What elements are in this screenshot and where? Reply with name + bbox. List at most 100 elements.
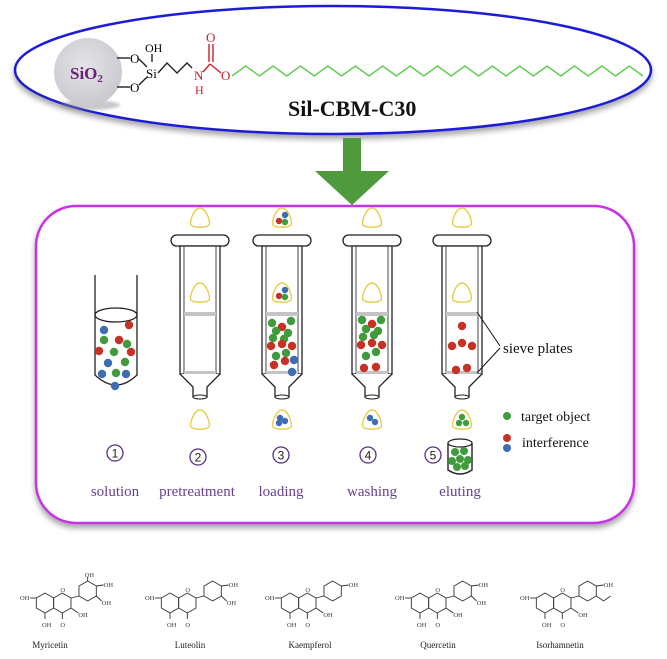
atom-n: N <box>194 68 204 83</box>
step-label: solution <box>91 484 140 500</box>
interference-dot <box>371 362 381 372</box>
interference-dot <box>451 365 461 375</box>
target-dot <box>358 332 368 342</box>
c30-alkyl-chain <box>231 65 644 77</box>
pipette-droplet <box>361 282 383 303</box>
interference-dot <box>114 335 124 345</box>
atom-h: H <box>195 83 204 97</box>
interference-dot <box>277 339 287 349</box>
step-label: washing <box>347 484 397 500</box>
atom-oh-7: OH <box>265 595 275 602</box>
column-barrel <box>441 245 483 375</box>
atom-oh-5: OH <box>417 622 427 629</box>
target-dot <box>122 339 132 349</box>
legend-dot-blue <box>503 444 511 452</box>
bond <box>70 607 79 614</box>
ring-a <box>35 592 55 614</box>
outlet-opening <box>364 394 380 400</box>
droplet-outline <box>189 282 211 303</box>
sieve-plate-bottom <box>184 371 216 375</box>
target-dot <box>271 351 281 361</box>
step-number-circle <box>106 444 124 462</box>
bond <box>570 607 579 614</box>
pipette-droplet <box>451 207 473 228</box>
interference-dot <box>126 347 136 357</box>
interference-dot <box>94 346 104 356</box>
target-dot <box>120 357 130 367</box>
step-number-circle <box>424 446 442 464</box>
ring-c <box>298 592 317 614</box>
droplet-outline <box>451 207 473 228</box>
collection-vial <box>447 438 473 475</box>
interference-dot <box>366 414 374 422</box>
interference-dot <box>447 341 457 351</box>
bond <box>95 595 102 602</box>
ring-a <box>535 592 555 614</box>
pipette-droplet <box>189 207 211 228</box>
interference-dot <box>377 340 387 350</box>
loading-column <box>252 207 312 430</box>
atom-o-top: O <box>130 51 139 66</box>
bond <box>570 595 580 599</box>
atom-o: O <box>435 587 440 594</box>
target-dot <box>99 335 109 345</box>
ring-b <box>323 580 342 602</box>
interference-dot <box>359 363 369 373</box>
atom-o: O <box>560 587 565 594</box>
target-dot <box>281 293 289 301</box>
target-dot <box>456 455 464 463</box>
bond <box>220 595 227 602</box>
legend-item-interference: interference <box>503 434 589 452</box>
interference-dot <box>467 341 477 351</box>
atom-oh-4p: OH <box>104 582 114 589</box>
silane-linker <box>117 54 193 88</box>
atom-oh-3p: OH <box>102 600 112 607</box>
atom-o: O <box>305 587 310 594</box>
outlet-opening <box>192 394 208 400</box>
interference-dot <box>289 355 299 365</box>
interference-dot <box>367 338 377 348</box>
atom-o-bottom: O <box>130 80 139 95</box>
atom-oh-3: OH <box>323 612 333 619</box>
target-dot <box>369 330 379 340</box>
atom-o: O <box>185 587 190 594</box>
atom-o-4: O <box>60 622 65 629</box>
bond <box>445 607 454 614</box>
bond <box>596 584 604 587</box>
atom-oh-3p: OH <box>227 600 237 607</box>
ring-c <box>53 592 72 614</box>
step-number-circle <box>189 448 207 466</box>
interference-dot <box>287 367 297 377</box>
column-flange <box>432 234 492 247</box>
pipette-droplet <box>361 409 383 430</box>
sieve-plate-top <box>446 312 478 316</box>
droplet-outline <box>189 207 211 228</box>
sieve-plate-bottom <box>356 371 388 375</box>
pipette-droplet <box>271 207 293 228</box>
legend-label: target object <box>521 410 590 425</box>
droplet-outline <box>451 282 473 303</box>
atom-oh-5: OH <box>287 622 297 629</box>
outlet-opening <box>454 394 470 400</box>
target-dot <box>376 315 386 325</box>
methoxy-group <box>596 595 611 602</box>
sieve-plates-label: sieve plates <box>503 341 573 357</box>
interference-dot <box>356 340 366 350</box>
interference-dot <box>110 381 120 391</box>
bond <box>341 584 349 587</box>
eluting-column <box>432 207 492 430</box>
interference-dot <box>275 217 283 225</box>
column-flange <box>342 234 402 247</box>
ring-c <box>553 592 572 614</box>
column-barrel <box>351 245 393 375</box>
pipette-droplet <box>189 282 211 303</box>
bond <box>471 584 479 587</box>
material-name: Sil-CBM-C30 <box>288 96 416 121</box>
interference-dot <box>457 321 467 331</box>
